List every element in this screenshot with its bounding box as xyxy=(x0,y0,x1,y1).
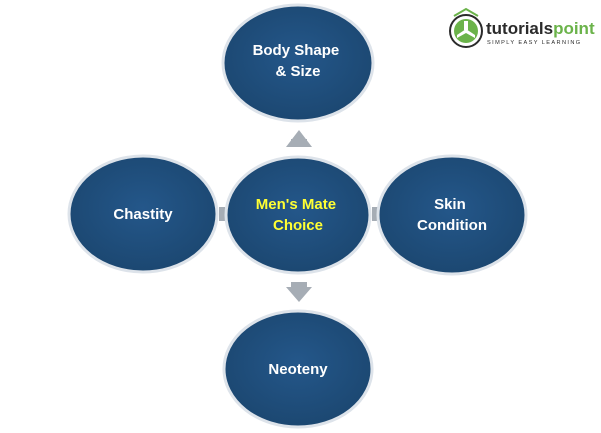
svg-text:Chastity: Chastity xyxy=(113,206,173,223)
svg-text:Neoteny: Neoteny xyxy=(268,361,328,378)
arrow-right xyxy=(372,207,378,221)
node-right-line-1: Skin xyxy=(434,196,466,213)
node-center-line-2: Choice xyxy=(273,217,323,234)
node-top-line-2: & Size xyxy=(275,63,320,80)
node-bottom-line-1: Neoteny xyxy=(268,361,328,378)
node-right-line-2: Condition xyxy=(417,217,487,234)
node-top: Body Shape & Size xyxy=(221,3,375,123)
svg-text:Men's Mate Choice: Men's Mate Choice xyxy=(256,196,340,234)
node-top-line-1: Body Shape xyxy=(253,42,340,59)
arrow-up xyxy=(286,130,312,147)
node-left-line-1: Chastity xyxy=(113,206,173,223)
node-center-line-1: Men's Mate xyxy=(256,196,336,213)
node-center: Men's Mate Choice xyxy=(224,155,372,275)
logo-brand-suffix: point xyxy=(553,19,595,38)
logo-emblem-icon xyxy=(449,7,483,48)
logo-brand-prefix: tutorials xyxy=(486,19,553,38)
arrow-left xyxy=(219,207,225,221)
node-left: Chastity xyxy=(67,154,219,274)
node-right: Skin Condition xyxy=(376,154,528,276)
logo-tagline: SIMPLY EASY LEARNING xyxy=(487,40,582,46)
svg-text:Skin Condition: Skin Condition xyxy=(417,196,487,234)
svg-text:tutorialspoint: tutorialspoint xyxy=(486,19,595,38)
svg-text:Body Shape & Size: Body Shape & Size xyxy=(253,42,344,80)
arrow-down xyxy=(286,282,312,302)
node-bottom: Neoteny xyxy=(222,309,374,429)
tutorialspoint-logo: tutorialspoint SIMPLY EASY LEARNING xyxy=(449,7,595,48)
